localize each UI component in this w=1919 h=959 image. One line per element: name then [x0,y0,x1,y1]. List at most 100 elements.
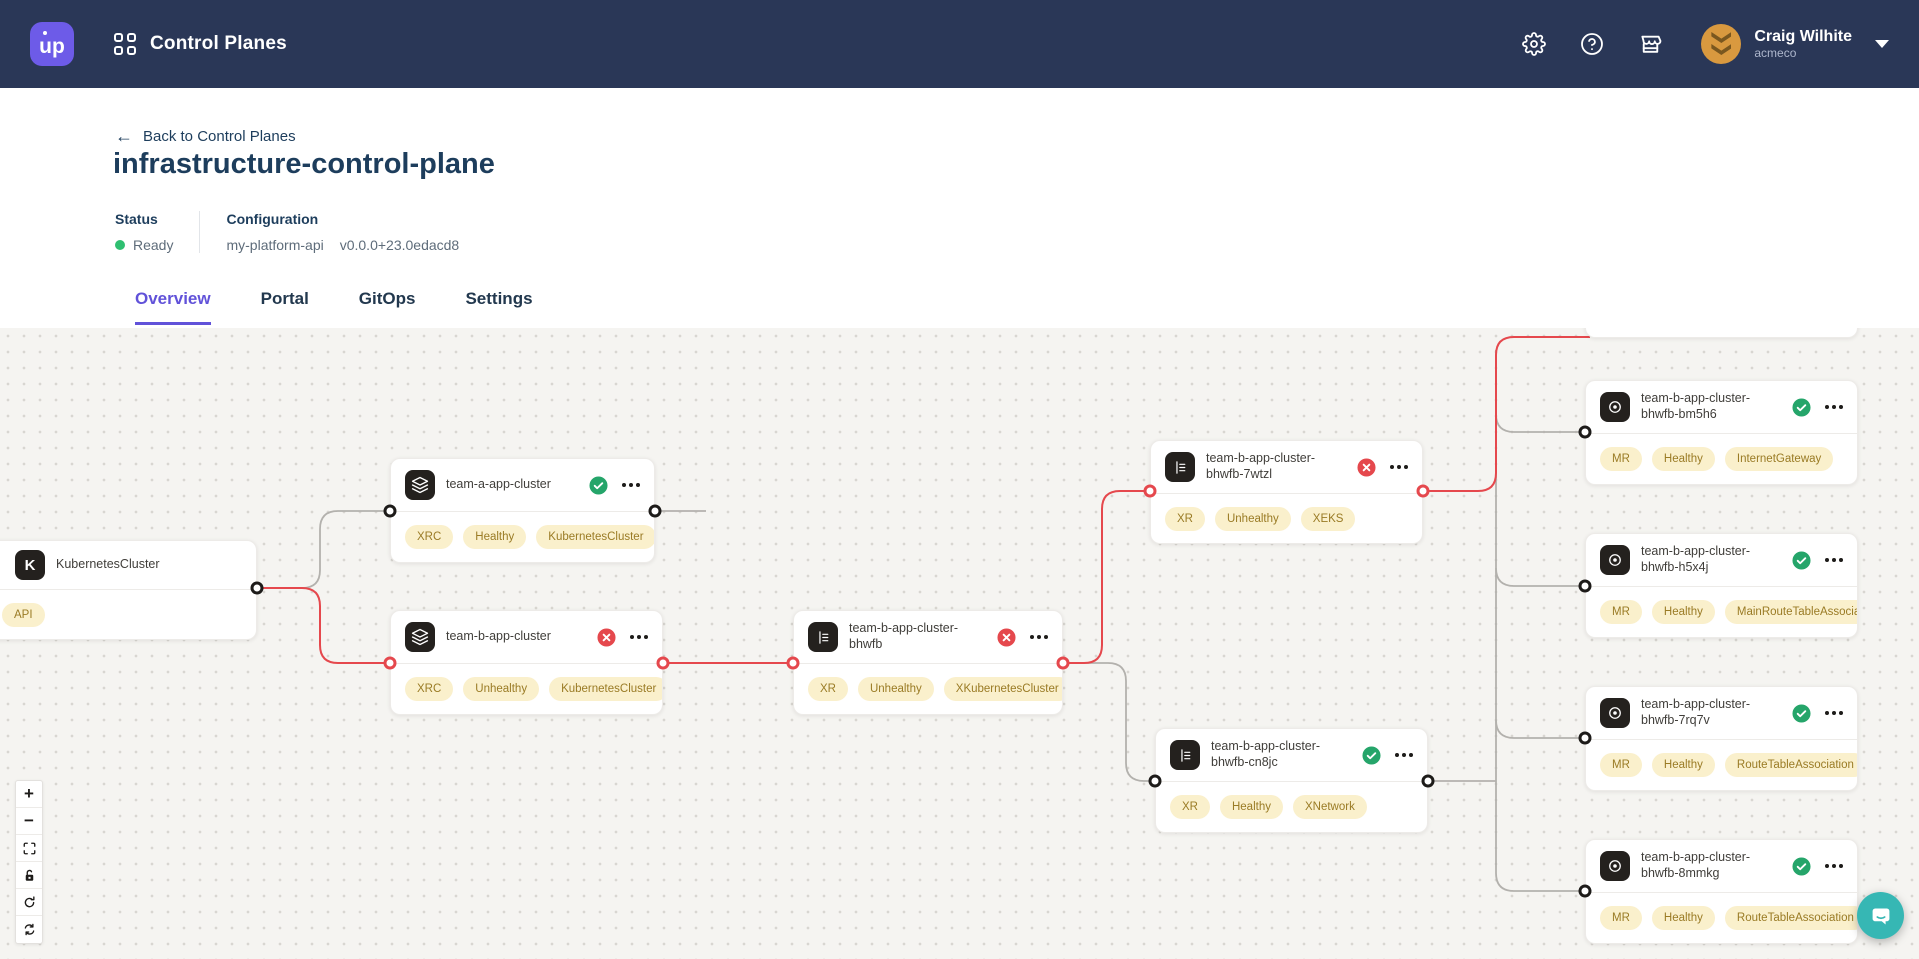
connection-handle[interactable] [1578,731,1592,745]
connection-handle[interactable] [1416,484,1430,498]
tab-settings[interactable]: Settings [465,289,533,308]
back-link[interactable]: ← Back to Control Planes [115,127,296,145]
badge: Healthy [463,525,527,549]
connection-handle[interactable] [1578,884,1592,898]
back-arrow-icon: ← [115,126,133,146]
node-menu-button[interactable] [1825,860,1843,872]
upbound-logo[interactable]: up [30,22,74,66]
rows-icon [1165,452,1195,482]
connection-handle[interactable] [1421,774,1435,788]
target-icon [1600,698,1630,728]
target-icon [1600,851,1630,881]
configuration-version: v0.0.0+23.0edacd8 [339,237,460,253]
badge: RouteTableAssociation [1724,906,1857,930]
healthy-icon [589,475,608,495]
node-team-b-app-cluster-bhwfb-cn8jc[interactable]: team-b-app-cluster-bhwfb-cn8jc XR Health… [1155,728,1428,833]
avatar [1701,24,1742,64]
connection-handle[interactable] [383,656,397,670]
badge: Unhealthy [463,677,540,701]
node-label: team-b-app-cluster-bhwfb-7rq7v [1641,697,1751,727]
layers-icon [405,470,435,500]
zoom-in-button[interactable]: + [16,781,42,808]
partial-node-card[interactable] [1585,328,1858,338]
connection-handle[interactable] [1056,656,1070,670]
canvas-view-controls: + − [15,780,43,944]
badge: MR [1600,447,1642,471]
tab-bar: Overview Portal GitOps Settings [135,289,533,325]
node-team-b-app-cluster-bhwfb-h5x4j[interactable]: team-b-app-cluster-bhwfb-h5x4j MR Health… [1585,533,1858,638]
badge: Healthy [1219,795,1283,819]
node-label: team-b-app-cluster-bhwfb-8mmkg [1641,850,1751,880]
node-menu-button[interactable] [1390,461,1408,473]
node-menu-button[interactable] [630,631,648,643]
node-team-a-app-cluster[interactable]: team-a-app-cluster XRC Healthy Kubernete… [390,458,655,563]
node-label: KubernetesCluster [56,557,160,572]
rotate-button[interactable] [16,889,42,916]
badge: XEKS [1300,507,1356,531]
healthy-icon [1792,856,1811,876]
node-team-b-app-cluster-bhwfb-8mmkg[interactable]: team-b-app-cluster-bhwfb-8mmkg MR Health… [1585,839,1858,944]
node-menu-button[interactable] [1825,554,1843,566]
healthy-icon [1792,550,1811,570]
connection-handle[interactable] [656,656,670,670]
connection-handle[interactable] [1148,774,1162,788]
connection-handle[interactable] [648,504,662,518]
app-title: Control Planes [150,33,287,54]
app-switcher[interactable]: Control Planes [114,33,287,55]
resource-graph-canvas[interactable]: K KubernetesCluster API team-a-app-clust… [0,328,1919,959]
user-org: acmeco [1754,46,1797,61]
badge: Healthy [1651,600,1715,624]
marketplace-icon[interactable] [1637,31,1663,57]
node-menu-button[interactable] [1825,707,1843,719]
node-team-b-app-cluster-bhwfb[interactable]: team-b-app-cluster-bhwfb XR Unhealthy XK… [793,610,1063,715]
badge: KubernetesCluster [549,677,662,701]
node-menu-button[interactable] [622,479,640,491]
badge: RouteTableAssociation [1724,753,1857,777]
badge: MR [1600,753,1642,777]
zoom-out-button[interactable]: − [16,808,42,835]
configuration-label: Configuration [226,211,319,227]
navbar-actions: Craig Wilhite acmeco [1521,24,1889,64]
grid-icon [114,33,136,55]
node-menu-button[interactable] [1395,749,1413,761]
edges-layer [257,336,1590,892]
user-name: Craig Wilhite [1754,28,1852,46]
node-team-b-app-cluster-bhwfb-7rq7v[interactable]: team-b-app-cluster-bhwfb-7rq7v MR Health… [1585,686,1858,791]
tab-gitops[interactable]: GitOps [358,289,416,308]
badge: XR [1165,507,1205,531]
badge: XR [1170,795,1210,819]
settings-gear-icon[interactable] [1521,31,1547,57]
connection-handle[interactable] [1143,484,1157,498]
node-menu-button[interactable] [1030,631,1048,643]
node-team-b-app-cluster[interactable]: team-b-app-cluster XRC Unhealthy Kuberne… [390,610,663,715]
node-team-b-app-cluster-bhwfb-7wtzl[interactable]: team-b-app-cluster-bhwfb-7wtzl XR Unheal… [1150,440,1423,544]
lock-button[interactable] [16,862,42,889]
badge: MainRouteTableAssociation [1724,600,1857,624]
badge: Healthy [1651,906,1715,930]
node-menu-button[interactable] [1825,401,1843,413]
node-label: team-a-app-cluster [446,477,551,492]
configuration-name: my-platform-api [226,237,324,253]
back-label: Back to Control Planes [143,127,296,145]
chat-launcher-button[interactable] [1857,892,1904,939]
node-label: team-b-app-cluster-bhwfb-bm5h6 [1641,391,1751,421]
connection-handle[interactable] [1578,425,1592,439]
healthy-icon [1792,397,1811,417]
fit-view-button[interactable] [16,835,42,862]
unhealthy-icon [597,627,616,647]
node-team-b-app-cluster-bhwfb-bm5h6[interactable]: team-b-app-cluster-bhwfb-bm5h6 MR Health… [1585,380,1858,485]
chevron-down-icon [1875,40,1889,48]
badge: Healthy [1651,753,1715,777]
user-menu[interactable]: Craig Wilhite acmeco [1701,24,1889,64]
node-label: team-b-app-cluster-bhwfb-cn8jc [1211,739,1321,769]
connection-handle[interactable] [786,656,800,670]
tab-portal[interactable]: Portal [260,289,309,308]
node-kubernetescluster[interactable]: K KubernetesCluster API [0,540,257,640]
connection-handle[interactable] [250,581,264,595]
tab-overview[interactable]: Overview [135,289,211,325]
connection-handle[interactable] [383,504,397,518]
page-title: infrastructure-control-plane [113,148,495,180]
help-icon[interactable] [1579,31,1605,57]
sync-button[interactable] [16,916,42,943]
connection-handle[interactable] [1578,579,1592,593]
